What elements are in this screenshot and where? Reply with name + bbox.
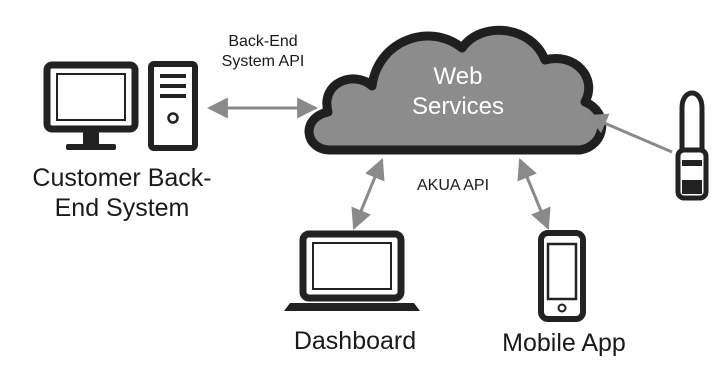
mobile-api-arrow: [517, 158, 551, 230]
backend-api-label: Back-End System API: [208, 32, 318, 72]
dashboard-label: Dashboard: [293, 327, 417, 355]
customer-system-label-line1: Customer Back-: [32, 164, 212, 192]
device-arrow: [586, 113, 673, 154]
backend-api-label-line1: Back-End: [228, 33, 298, 50]
web-services-cloud: [304, 25, 607, 155]
cloud-label-line1: Web: [433, 63, 483, 90]
sensor-device-icon: [675, 90, 709, 201]
customer-system-label: Customer Back- End System: [6, 163, 238, 223]
server-tower-icon: [148, 61, 198, 151]
mobile-phone-icon: [538, 230, 586, 322]
laptop-icon: [284, 230, 420, 311]
cloud-label-line2: Services: [411, 93, 505, 120]
backend-api-label-line2: System API: [221, 53, 305, 70]
desktop-monitor-icon: [43, 61, 139, 150]
dashboard-api-arrow: [351, 158, 385, 230]
akua-api-label: AKUA API: [416, 177, 490, 194]
customer-system-label-line2: End System: [54, 194, 190, 222]
cloud-label: Web Services: [408, 62, 508, 122]
mobile-app-label: Mobile App: [502, 329, 626, 357]
